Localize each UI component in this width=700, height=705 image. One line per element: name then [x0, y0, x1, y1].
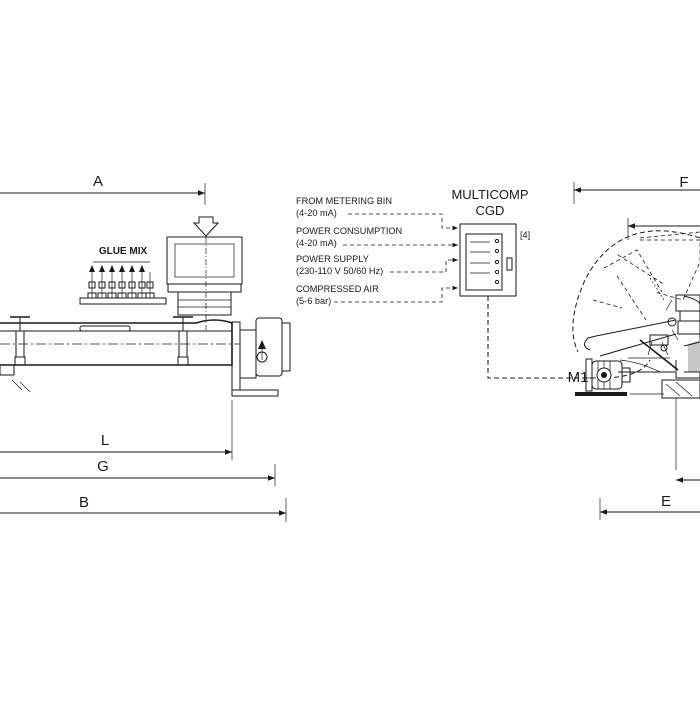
glue-mix-label: GLUE MIX	[99, 246, 148, 257]
drive-unit	[231, 317, 291, 397]
rotation-arrow-icon	[258, 340, 266, 349]
controller-title: MULTICOMP	[451, 187, 528, 202]
motor-base	[575, 392, 627, 396]
input-2-line2: (4-20 mA)	[296, 238, 337, 248]
input-labels: FROM METERING BIN (4-20 mA) POWER CONSUM…	[296, 196, 402, 306]
input-2-line1: POWER CONSUMPTION	[296, 226, 402, 236]
dimension-l: L	[0, 400, 233, 460]
dimension-l-label: L	[101, 432, 109, 449]
feed-hopper	[166, 216, 243, 330]
mixer-body	[0, 316, 240, 393]
controller-ref: [4]	[520, 230, 530, 240]
input-4-line1: COMPRESSED AIR	[296, 284, 379, 294]
controller-subtitle: CGD	[476, 203, 505, 218]
motor-m1: M1	[568, 358, 664, 396]
dimension-g: G	[0, 458, 276, 486]
dimension-a-label: A	[93, 173, 103, 190]
controller-output-line	[487, 296, 651, 379]
dimension-f-label: F	[679, 174, 688, 191]
indicator-light	[494, 248, 500, 254]
motor-label: M1	[568, 369, 589, 386]
indicator-light	[494, 238, 500, 244]
indicator-light	[494, 259, 500, 265]
dimension-f: F	[573, 174, 700, 204]
glue-mix-nozzles: GLUE MIX	[79, 246, 167, 305]
input-3-line1: POWER SUPPLY	[296, 254, 369, 264]
belt-drive	[584, 319, 679, 373]
open-cover-outline	[603, 239, 700, 321]
input-1-line2: (4-20 mA)	[296, 208, 337, 218]
end-housing	[647, 294, 700, 379]
mixer-end-view: F	[568, 174, 700, 520]
door-latch	[506, 257, 513, 271]
dimension-g-label: G	[97, 458, 109, 475]
dimension-e: E	[599, 493, 700, 520]
base-frame	[661, 379, 700, 470]
indicator-light	[494, 279, 500, 285]
cover-swing-arc	[572, 230, 700, 353]
nozzle-row	[87, 265, 155, 299]
mixer-side-view: A GLUE MIX	[0, 173, 291, 522]
input-signal-lines	[334, 213, 458, 303]
input-3-line2: (230-110 V 50/60 Hz)	[296, 266, 383, 276]
dimension-e-label: E	[661, 493, 671, 510]
input-1-line1: FROM METERING BIN	[296, 196, 392, 206]
dimension-a: A	[0, 173, 206, 205]
indicator-light	[494, 269, 500, 275]
input-4-line2: (5-6 bar)	[296, 296, 331, 306]
handwheel-right	[173, 316, 193, 366]
feed-arrow-icon	[192, 216, 220, 237]
dimension-b: B	[0, 494, 287, 522]
handwheel-left	[10, 316, 30, 366]
dimension-b-label: B	[79, 494, 89, 511]
multicomp-controller: MULTICOMP CGD [4] FROM METERING BIN (4-2…	[296, 187, 651, 379]
